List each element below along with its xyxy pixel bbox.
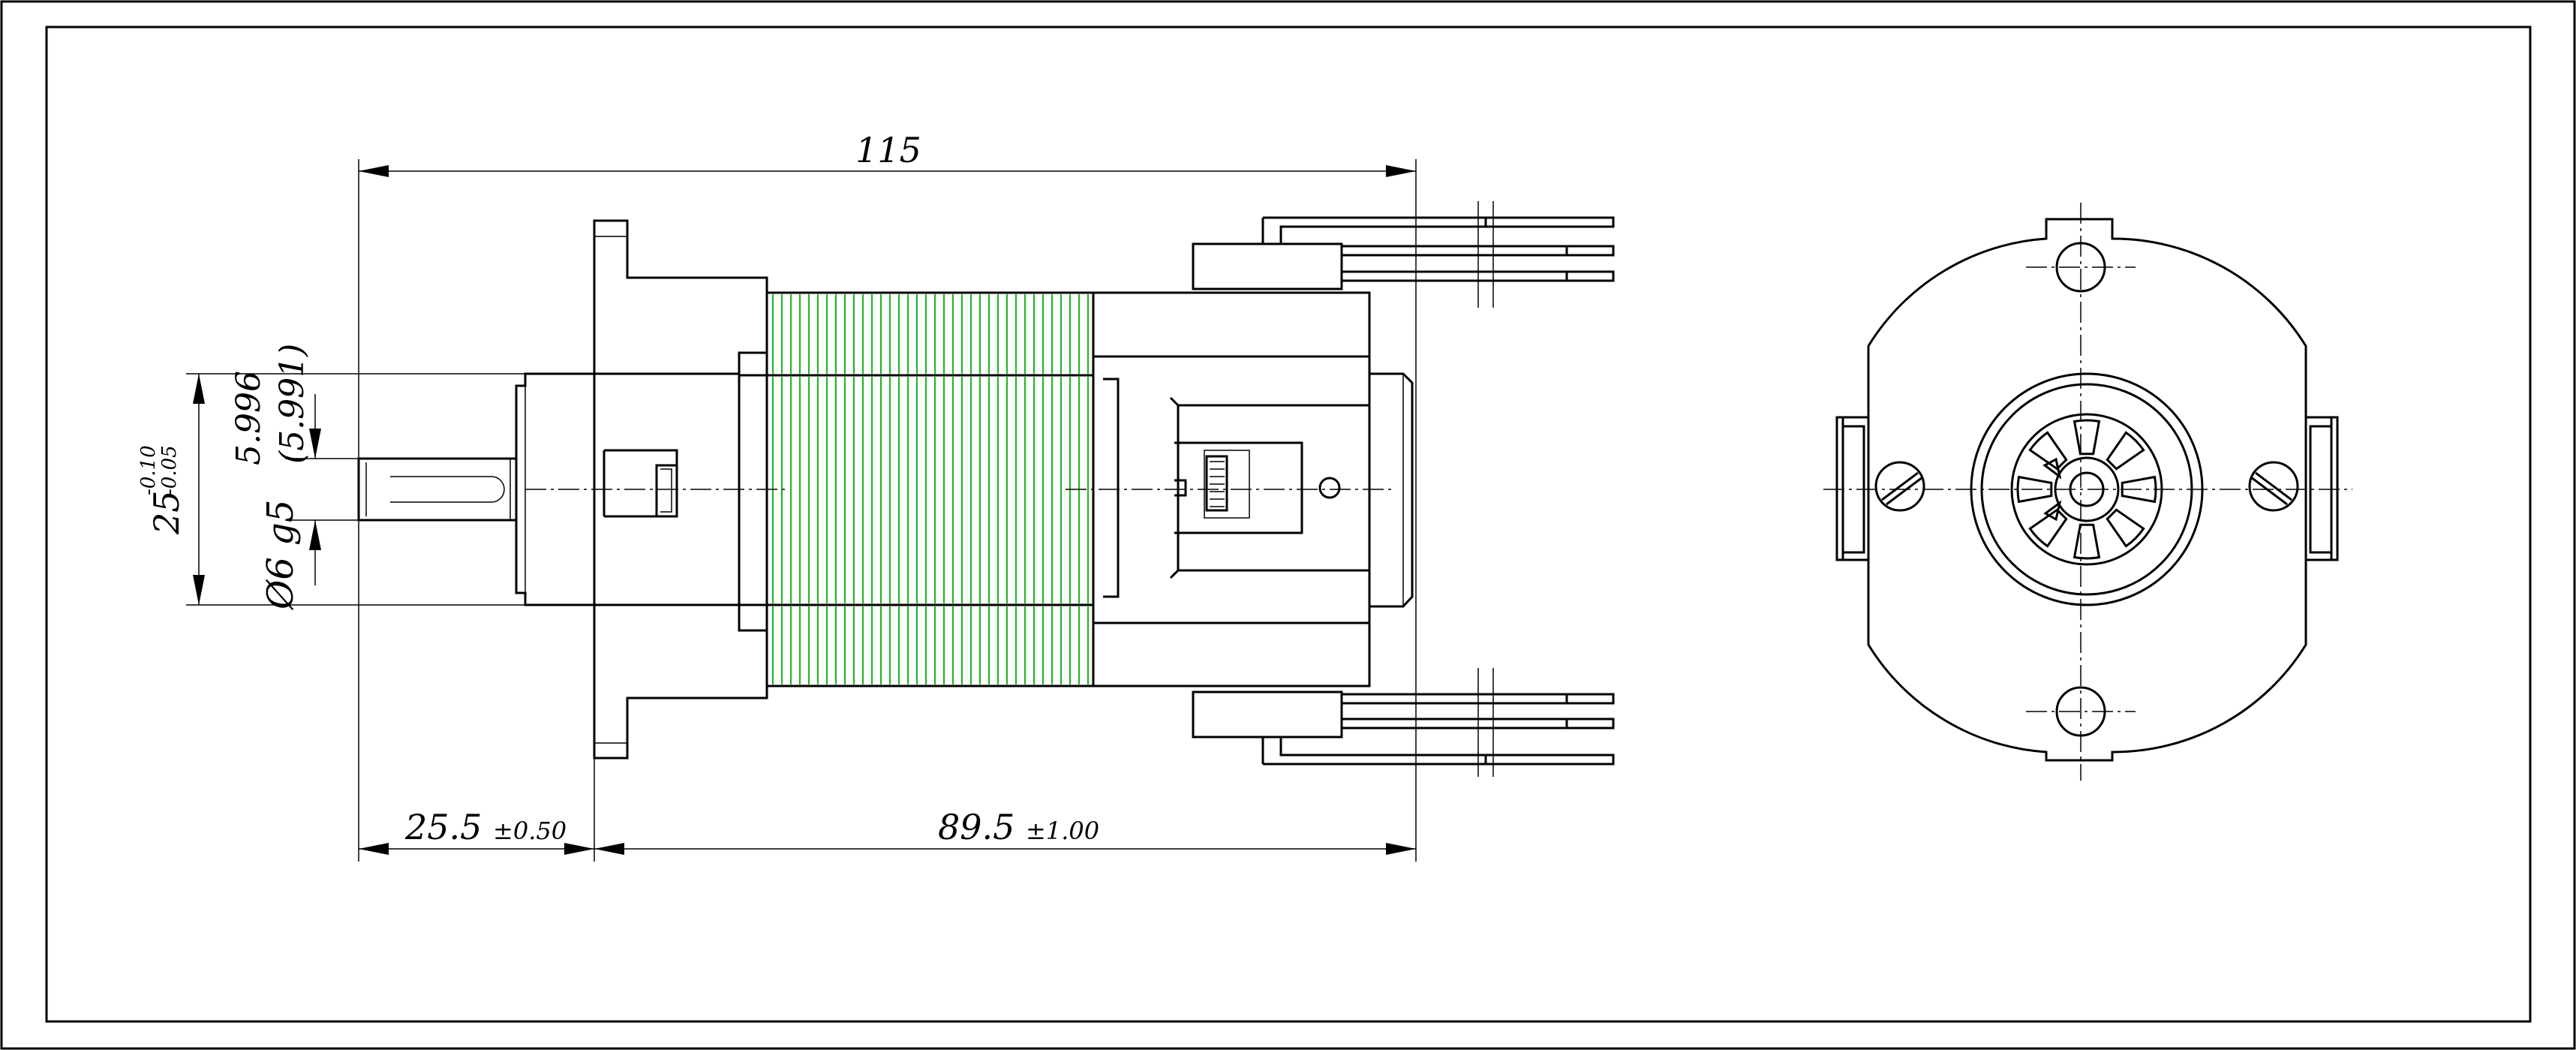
motor-end-view (1823, 203, 2352, 781)
dim-shaft-length-value: 25.5 (404, 807, 482, 847)
inner-frame (45, 26, 2532, 1023)
dim-shaft-range-upper: 5.996 (230, 371, 268, 465)
dim-shaft-length: 25.5 ±0.50 (359, 807, 594, 855)
top-lead-wires (1192, 201, 1615, 308)
dim-boss-diameter: 25 -0.10 -0.05 (137, 374, 205, 605)
commutator-segment (2121, 475, 2157, 504)
dim-shaft-diameter: Ø6 g5 5.996 (5.991) (230, 344, 321, 610)
svg-text:-0.10: -0.10 (137, 445, 160, 495)
commutator-segment (2106, 431, 2145, 471)
terminal-tab-right (2248, 416, 2339, 561)
commutator-segment (2073, 523, 2101, 560)
dim-shaft-range-lower: (5.991) (273, 344, 311, 464)
terminal-tab-left (1835, 416, 1925, 561)
end-view-centerlines (1823, 203, 2352, 781)
svg-text:25.5 ±0.50: 25.5 ±0.50 (404, 807, 567, 847)
motor-side-view (357, 201, 1615, 777)
dimensions: 115 25.5 ±0.50 89.5 ±1.00 (137, 130, 1417, 862)
stator-coil (739, 291, 1095, 687)
end-view-outline (1867, 218, 2307, 762)
svg-text:25: 25 (146, 490, 187, 535)
dim-body-length: 89.5 ±1.00 (594, 807, 1416, 855)
commutator-segment (2106, 508, 2145, 548)
dim-overall-length: 115 (359, 130, 1416, 177)
dim-shaft-length-tol: ±0.50 (493, 817, 567, 845)
svg-text:-0.05: -0.05 (158, 445, 181, 495)
dim-boss-tol-lower: -0.05 (158, 445, 181, 495)
commutator-segment (2073, 419, 2101, 456)
dim-boss-diameter-value: 25 (146, 490, 187, 535)
commutator-segment (2016, 475, 2053, 504)
commutator-segments (2016, 419, 2157, 560)
svg-text:Ø6 g5: Ø6 g5 (260, 500, 302, 610)
svg-text:5.996: 5.996 (230, 371, 268, 465)
commutator-segment (2028, 508, 2068, 548)
svg-text:(5.991): (5.991) (273, 344, 311, 464)
coil-windings (772, 294, 1089, 684)
dim-boss-tol-upper: -0.10 (137, 445, 160, 495)
dim-body-length-value: 89.5 (938, 807, 1014, 847)
dim-overall-length-value: 115 (855, 130, 921, 170)
commutator-segment (2028, 431, 2068, 471)
dim-body-length-tol: ±1.00 (1026, 817, 1099, 845)
bottom-lead-wires (1192, 668, 1615, 777)
dim-shaft-spec: Ø6 g5 (260, 500, 302, 610)
shaft (357, 457, 518, 522)
svg-text:89.5 ±1.00: 89.5 ±1.00 (938, 807, 1099, 847)
